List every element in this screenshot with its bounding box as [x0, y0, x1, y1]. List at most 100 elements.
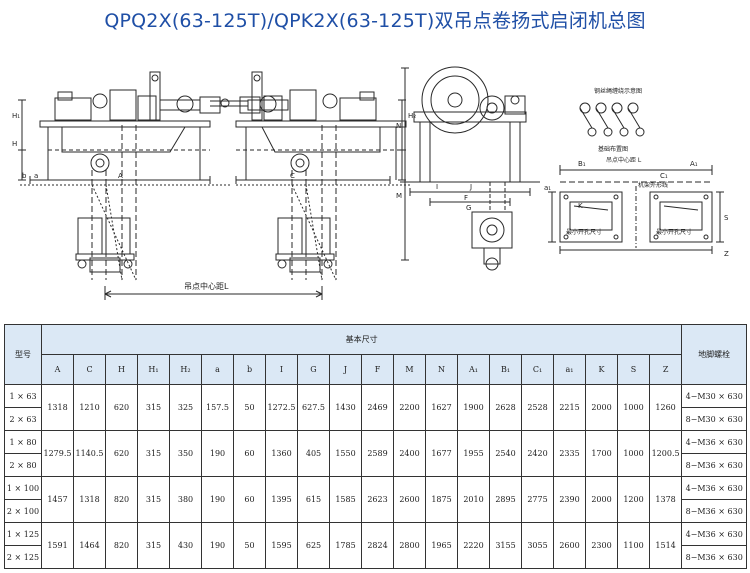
- column-header: C: [73, 354, 106, 385]
- dimension-cell: 2200: [393, 384, 426, 431]
- dim-label-Z: Z: [724, 250, 729, 258]
- bolt-cell: 8−M36 × 630: [681, 545, 748, 569]
- left-hoist-unit: [18, 71, 230, 281]
- dimension-cell: 1100: [617, 522, 650, 569]
- dimension-cell: 2800: [393, 522, 426, 569]
- bolt-cell: 4−M30 × 630: [681, 384, 748, 408]
- dimension-cell: 1900: [457, 384, 490, 431]
- dimension-cell: 1550: [329, 430, 362, 477]
- dimension-cell: 1700: [585, 430, 618, 477]
- dimension-cell: 1318: [41, 384, 74, 431]
- dimension-cell: 315: [137, 476, 170, 523]
- dimension-cell: 60: [233, 476, 266, 523]
- column-header: H: [105, 354, 138, 385]
- basic-dims-header: 基本尺寸: [40, 324, 683, 355]
- dimension-cell: 1595: [265, 522, 298, 569]
- rope-diagram-label: 钢丝绳缠绕示意图: [594, 87, 642, 95]
- dimension-cell: 1627: [425, 384, 458, 431]
- dimension-cell: 3155: [489, 522, 522, 569]
- model-cell: 2 × 80: [4, 453, 42, 477]
- dimension-cell: 315: [137, 522, 170, 569]
- column-header: N: [425, 354, 458, 385]
- dimension-cell: 157.5: [201, 384, 234, 431]
- column-header: b: [233, 354, 266, 385]
- dimension-cell: 820: [105, 476, 138, 523]
- column-header: Z: [648, 354, 683, 385]
- dimension-cell: 405: [297, 430, 330, 477]
- dim-label-A: A: [118, 172, 123, 180]
- dimension-cell: 325: [169, 384, 202, 431]
- dimension-cell: 350: [169, 430, 202, 477]
- min-opening-label-left: 最小开孔尺寸: [566, 228, 602, 236]
- dimension-cell: 2540: [489, 430, 522, 477]
- page-title: QPQ2X(63-125T)/QPK2X(63-125T)双吊点卷扬式启闭机总图: [104, 10, 646, 32]
- column-header: H₁: [137, 354, 170, 385]
- bolt-cell: 8−M36 × 630: [681, 453, 748, 477]
- hoist-center-label: 吊点中心距 L: [606, 156, 642, 164]
- table-row: 2 × 100 8−M36 × 630: [4, 499, 748, 523]
- dimension-cell: 2300: [585, 522, 618, 569]
- dimension-cell: 1200.5: [648, 430, 683, 477]
- column-header: B₁: [489, 354, 522, 385]
- dim-label-H2: H₂: [408, 112, 416, 120]
- dim-label-K: K: [578, 202, 583, 210]
- dimension-cell: 190: [201, 476, 234, 523]
- dimension-cell: 1378: [648, 476, 683, 523]
- column-header: a₁: [553, 354, 586, 385]
- dimension-cell: 2000: [585, 384, 618, 431]
- column-header: G: [297, 354, 330, 385]
- dimension-cell: 1200: [617, 476, 650, 523]
- dimension-cell: 2600: [393, 476, 426, 523]
- foundation-layout: [548, 165, 724, 254]
- dimension-cell: 50: [233, 522, 266, 569]
- dimension-cell: 2600: [553, 522, 586, 569]
- dimension-cell: 1279.5: [41, 430, 74, 477]
- dim-label-S: S: [724, 214, 729, 222]
- model-cell: 2 × 100: [4, 499, 42, 523]
- column-header: S: [617, 354, 650, 385]
- dimension-cell: 1210: [73, 384, 106, 431]
- dimension-cell: 3055: [521, 522, 554, 569]
- column-header: I: [265, 354, 298, 385]
- dim-label-a: a: [34, 172, 38, 180]
- dimension-cell: 2469: [361, 384, 394, 431]
- column-header: M: [393, 354, 426, 385]
- dimension-cell: 60: [233, 430, 266, 477]
- bolt-cell: 4−M36 × 630: [681, 476, 748, 500]
- dimension-cell: 627.5: [297, 384, 330, 431]
- dimension-cell: 1585: [329, 476, 362, 523]
- column-header: a: [201, 354, 234, 385]
- model-header: 型号: [4, 324, 42, 385]
- dimension-cell: 1464: [73, 522, 106, 569]
- column-header: J: [329, 354, 362, 385]
- dimension-cell: 1955: [457, 430, 490, 477]
- dim-label-H1: H₁: [12, 112, 20, 120]
- model-cell: 1 × 125: [4, 522, 42, 546]
- dimension-cell: 2775: [521, 476, 554, 523]
- dimension-cell: 2895: [489, 476, 522, 523]
- model-cell: 1 × 80: [4, 430, 42, 454]
- dimension-cell: 1785: [329, 522, 362, 569]
- column-header: A: [41, 354, 74, 385]
- column-header: C₁: [521, 354, 554, 385]
- dimension-cell: 2390: [553, 476, 586, 523]
- column-header: A₁: [457, 354, 490, 385]
- dimension-cell: 1260: [648, 384, 683, 431]
- dimension-cell: 1430: [329, 384, 362, 431]
- dimension-cell: 620: [105, 430, 138, 477]
- side-view: [400, 66, 540, 271]
- bolt-cell: 8−M36 × 630: [681, 499, 748, 523]
- dim-label-H: H: [12, 140, 17, 148]
- dimension-cell: 1677: [425, 430, 458, 477]
- dimension-cell: 430: [169, 522, 202, 569]
- dimension-cell: 1514: [648, 522, 683, 569]
- bolt-cell: 8−M30 × 630: [681, 407, 748, 431]
- dimension-cell: 2335: [553, 430, 586, 477]
